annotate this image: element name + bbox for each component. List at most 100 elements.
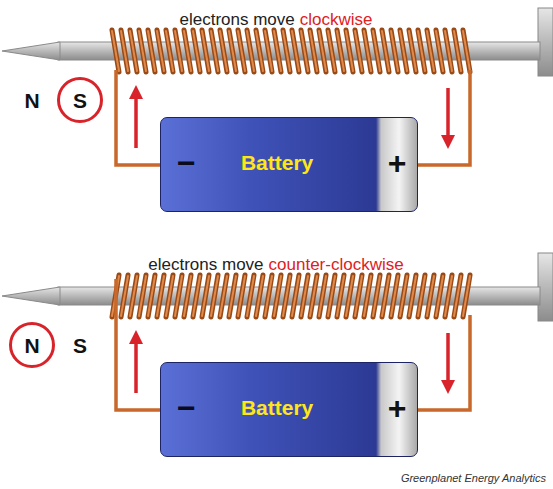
coil-turn bbox=[373, 275, 380, 317]
coil-turn-highlight bbox=[346, 276, 353, 316]
coil-turn bbox=[463, 30, 470, 72]
battery-plus: + bbox=[388, 147, 407, 179]
coil-turn-highlight bbox=[157, 31, 164, 71]
coil-turn bbox=[427, 30, 434, 72]
coil-turn-highlight bbox=[148, 276, 155, 316]
coil-turn-highlight bbox=[427, 276, 434, 316]
coil-turn-highlight bbox=[463, 276, 470, 316]
coil-turn bbox=[337, 30, 344, 72]
coil-turn bbox=[319, 275, 326, 317]
coil-turn bbox=[202, 275, 209, 317]
coil-turn bbox=[166, 30, 173, 72]
coil-turn-highlight bbox=[283, 276, 290, 316]
coil-turn-highlight bbox=[274, 276, 281, 316]
coil-turn bbox=[355, 275, 362, 317]
coil-turn-highlight bbox=[283, 31, 290, 71]
coil-turn bbox=[139, 30, 146, 72]
coil-turn bbox=[373, 30, 380, 72]
coil-turn bbox=[409, 275, 416, 317]
coil-turn bbox=[166, 275, 173, 317]
battery: −Battery+ bbox=[160, 362, 418, 457]
coil-turn-highlight bbox=[121, 31, 128, 71]
coil-turn-highlight bbox=[265, 31, 272, 71]
coil-turn-highlight bbox=[310, 31, 317, 71]
coil-turn-highlight bbox=[400, 276, 407, 316]
coil-turn bbox=[238, 275, 245, 317]
coil-turn bbox=[139, 275, 146, 317]
coil-turn-highlight bbox=[202, 31, 209, 71]
coil-turn-highlight bbox=[436, 31, 443, 71]
coil-turn bbox=[112, 30, 119, 72]
coil-turn-highlight bbox=[373, 276, 380, 316]
coil-turn bbox=[445, 30, 452, 72]
coil-turn bbox=[184, 30, 191, 72]
wire bbox=[418, 315, 470, 410]
coil-turn bbox=[274, 30, 281, 72]
coil-turn-highlight bbox=[202, 276, 209, 316]
coil-turn-highlight bbox=[409, 31, 416, 71]
pole-circle: N bbox=[9, 322, 55, 368]
coil-turn-highlight bbox=[328, 276, 335, 316]
coil-turn-highlight bbox=[247, 31, 254, 71]
coil-turn bbox=[436, 275, 443, 317]
coil-turn bbox=[157, 275, 164, 317]
coil-turn bbox=[184, 275, 191, 317]
coil-turn-highlight bbox=[139, 31, 146, 71]
coil-turn-highlight bbox=[166, 31, 173, 71]
coil-turn bbox=[418, 30, 425, 72]
pole-letter: N bbox=[24, 335, 39, 356]
coil-turn-highlight bbox=[427, 31, 434, 71]
coil-turn bbox=[454, 275, 461, 317]
coil-turn bbox=[463, 275, 470, 317]
coil-turn bbox=[382, 275, 389, 317]
coil-turn-highlight bbox=[229, 276, 236, 316]
coil-turn-highlight bbox=[166, 276, 173, 316]
caption-text: electrons move bbox=[148, 256, 263, 273]
coil-turn-highlight bbox=[418, 276, 425, 316]
coil-turn-highlight bbox=[301, 276, 308, 316]
coil-turn bbox=[328, 30, 335, 72]
coil-turn bbox=[427, 275, 434, 317]
coil-turn-highlight bbox=[346, 31, 353, 71]
nail-tip bbox=[2, 42, 60, 60]
battery: − Battery + bbox=[160, 117, 418, 212]
coil-turn bbox=[229, 275, 236, 317]
coil-turn-highlight bbox=[364, 31, 371, 71]
battery-minus: − bbox=[177, 147, 196, 179]
coil-turn bbox=[337, 275, 344, 317]
coil-turn bbox=[364, 275, 371, 317]
coil-turn-highlight bbox=[265, 276, 272, 316]
coil-turn bbox=[418, 275, 425, 317]
coil-turn-highlight bbox=[238, 31, 245, 71]
coil-turn bbox=[130, 30, 137, 72]
caption-direction: clockwise bbox=[300, 11, 373, 28]
battery-label: Battery bbox=[241, 152, 313, 173]
coil-turn-highlight bbox=[184, 276, 191, 316]
coil-turn bbox=[274, 275, 281, 317]
wire bbox=[418, 70, 470, 165]
coil-turn-highlight bbox=[220, 31, 227, 71]
coil-turn-highlight bbox=[364, 276, 371, 316]
caption-text: electrons move bbox=[179, 11, 294, 28]
coil-turn-highlight bbox=[238, 276, 245, 316]
coil-turn bbox=[265, 275, 272, 317]
current-arrow bbox=[134, 337, 138, 393]
coil-turn bbox=[220, 30, 227, 72]
coil-turn bbox=[148, 275, 155, 317]
coil-turn bbox=[301, 30, 308, 72]
coil-turn-highlight bbox=[382, 276, 389, 316]
coil-turn-highlight bbox=[337, 276, 344, 316]
coil-turn bbox=[400, 275, 407, 317]
coil-turn bbox=[121, 275, 128, 317]
coil-turn-highlight bbox=[229, 31, 236, 71]
coil-turn-highlight bbox=[148, 31, 155, 71]
coil-turn bbox=[301, 275, 308, 317]
coil-turn bbox=[238, 30, 245, 72]
coil-turn bbox=[247, 275, 254, 317]
coil-turn bbox=[346, 275, 353, 317]
coil-turn bbox=[211, 275, 218, 317]
coil-turn-highlight bbox=[355, 31, 362, 71]
coil-turn-highlight bbox=[256, 276, 263, 316]
coil-turn-highlight bbox=[247, 276, 254, 316]
coil-turn-highlight bbox=[391, 31, 398, 71]
